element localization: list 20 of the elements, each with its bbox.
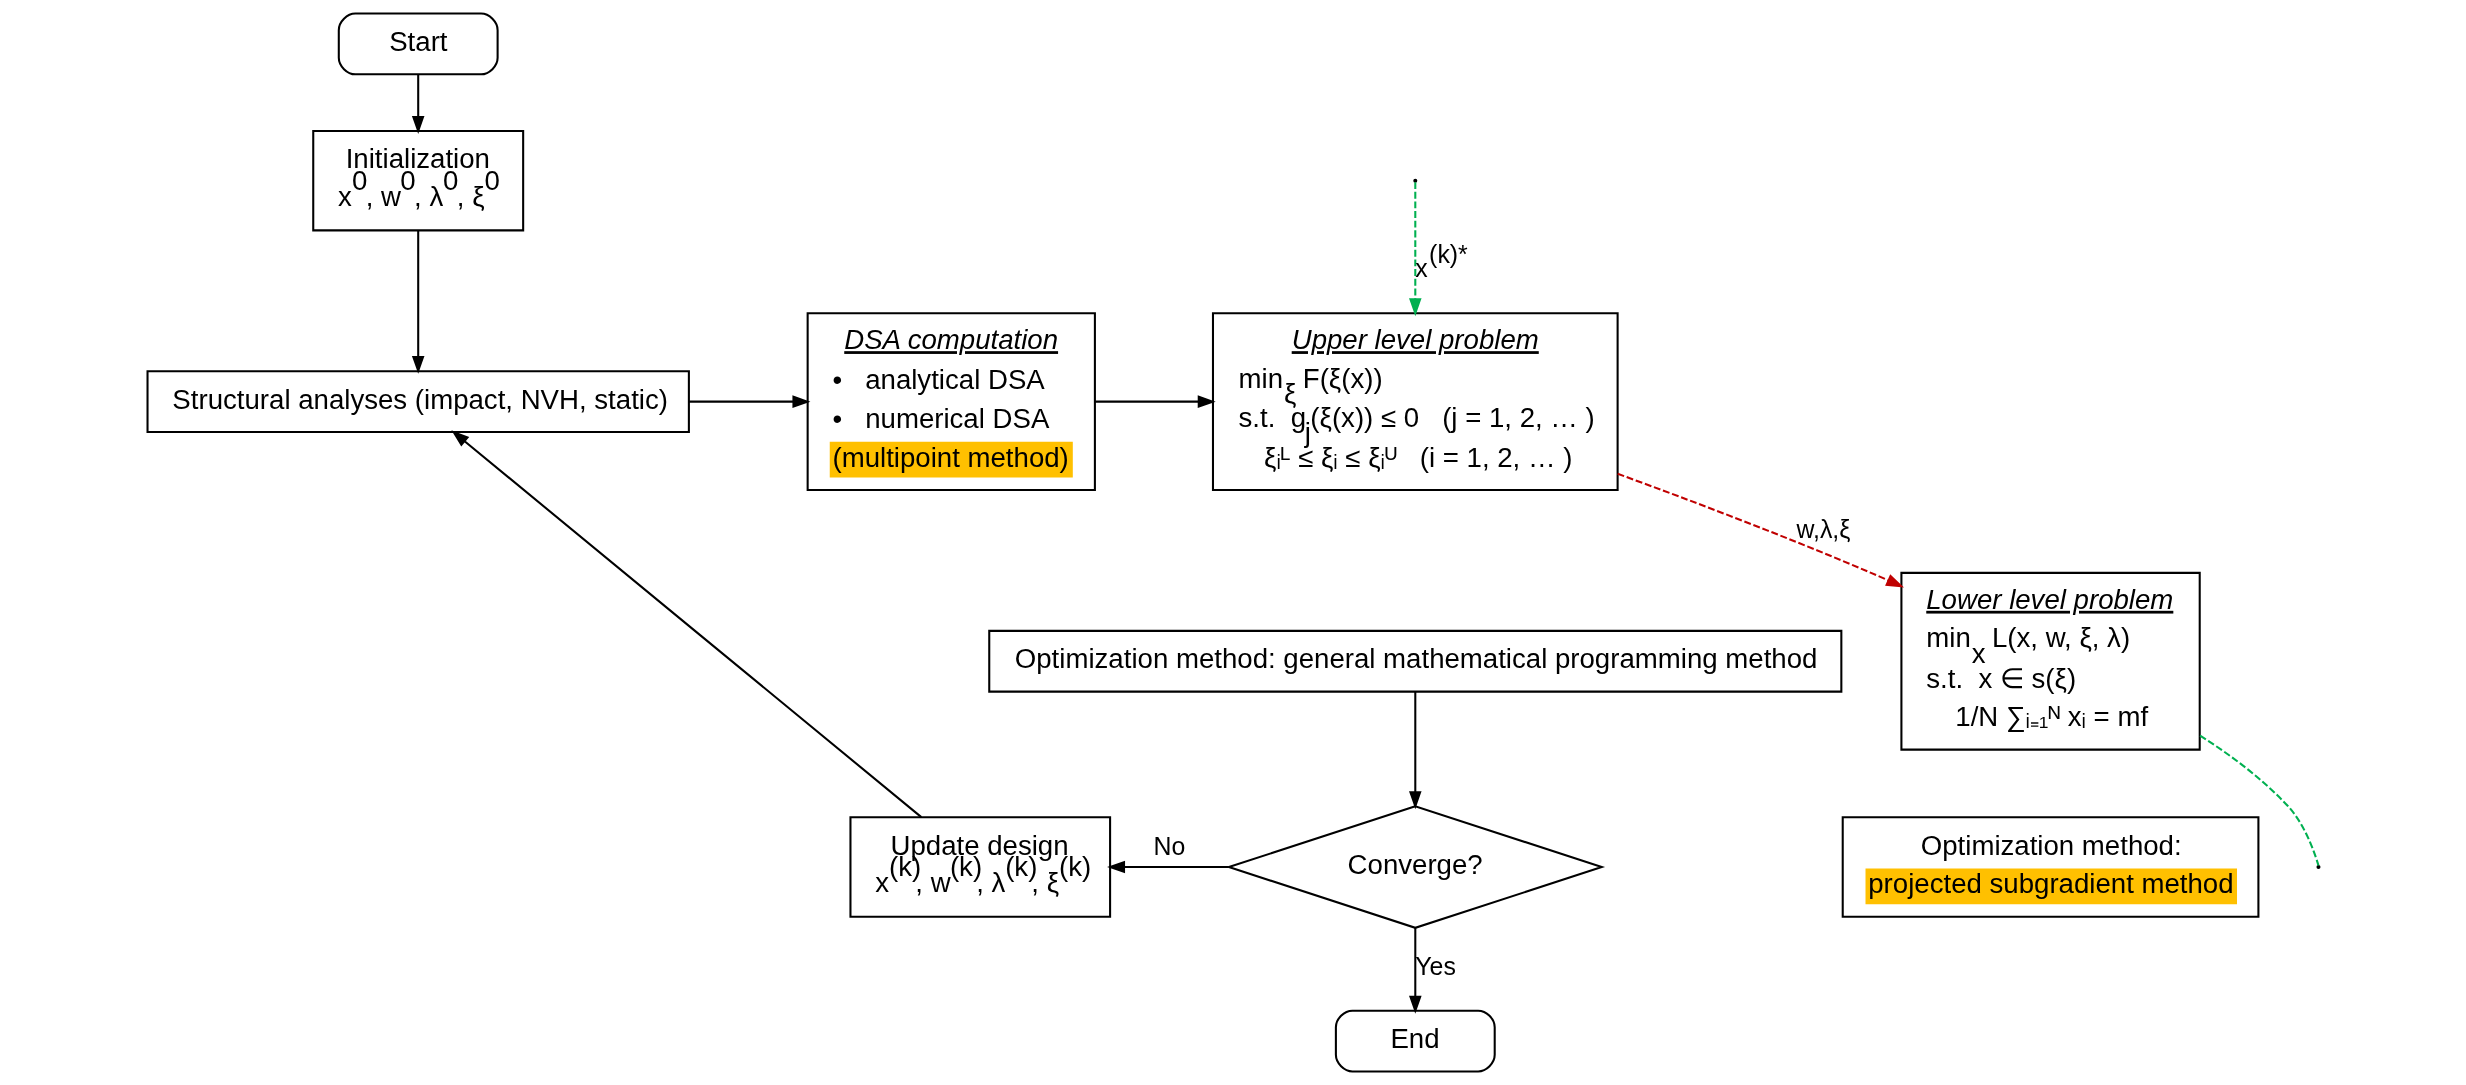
node-box: Optimization method: projected subgradient method (1841, 816, 2259, 918)
arrow (1408, 182, 1422, 317)
arrow (411, 74, 424, 134)
edge-label: No (1153, 833, 1185, 861)
node-box: Structural analyses (impact, NVH, static) (146, 370, 690, 434)
arrow (1616, 472, 1904, 588)
arrow (1106, 860, 1229, 874)
node-box: End (1334, 1009, 1496, 1073)
arrow (1408, 927, 1422, 1014)
node-box: Optimization method: general mathematical programming method (987, 629, 1842, 693)
node-box: Start (337, 12, 499, 76)
arrow (450, 430, 922, 818)
connector (2199, 734, 2319, 866)
node-box: DSA computation • analytical DSA • numerical DSA (multipoint method) (806, 312, 1096, 492)
edge-label: w,λ,ξ (1795, 515, 1850, 543)
arrow (1408, 691, 1422, 810)
arrow (1094, 395, 1216, 408)
edge-label: Yes (1414, 953, 1456, 981)
arrow (688, 395, 810, 408)
arrow (411, 230, 424, 374)
